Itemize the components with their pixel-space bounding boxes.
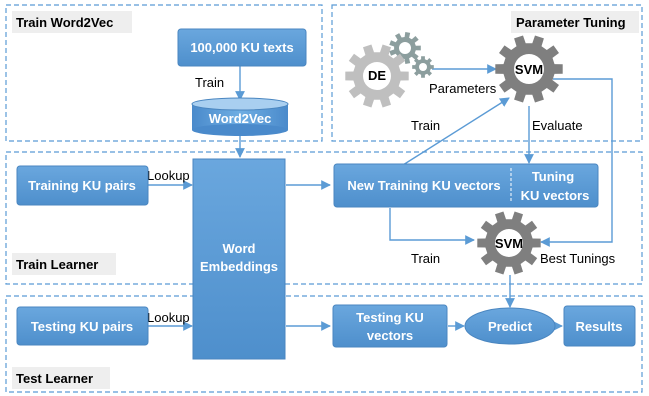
- node-word-embeddings-line1: Word: [223, 241, 256, 256]
- node-tuning-vectors-line1: Tuning: [532, 169, 574, 184]
- node-word-embeddings-line2: Embeddings: [200, 259, 278, 274]
- node-testing-vectors: [332, 304, 448, 348]
- section-title-test-learner: Test Learner: [16, 371, 93, 386]
- node-results-label: Results: [576, 319, 623, 334]
- edge-label-best-tunings: Best Tunings: [540, 251, 616, 266]
- node-ku-texts-label: 100,000 KU texts: [190, 40, 293, 55]
- node-predict: [464, 307, 556, 345]
- gear-hub: [399, 42, 411, 54]
- edge-label-train-to-svm: Train: [411, 118, 440, 133]
- node-training-pairs: [16, 165, 149, 206]
- node-new-training-vectors: [333, 163, 599, 208]
- node-testing-pairs: [16, 306, 149, 346]
- gear-hub: [495, 229, 523, 257]
- gear-hub: [514, 54, 544, 84]
- node-de-label: DE: [368, 68, 386, 83]
- section-parameter-tuning: [331, 4, 643, 142]
- node-results: [563, 305, 636, 347]
- section-title-train-learner: Train Learner: [16, 257, 98, 272]
- edge-label-lookup-testing: Lookup: [147, 310, 190, 325]
- node-word2vec-cylinder: [191, 97, 289, 136]
- edge-label-train-w2v: Train: [195, 75, 224, 90]
- edge-label-lookup-training: Lookup: [147, 168, 190, 183]
- gear-hub: [419, 63, 427, 71]
- section-test-learner: [5, 295, 643, 393]
- svm-learner-gear-icon: [477, 211, 541, 275]
- node-word2vec-label: Word2Vec: [209, 111, 272, 126]
- node-svm-tuning-label: SVM: [515, 62, 543, 77]
- node-svm-learner-label: SVM: [495, 236, 523, 251]
- edge-label-evaluate: Evaluate: [532, 118, 583, 133]
- node-testing-pairs-label: Testing KU pairs: [31, 319, 133, 334]
- node-testing-vectors-line2: vectors: [367, 328, 413, 343]
- node-predict-label: Predict: [488, 319, 533, 334]
- svm-tuning-gear-icon: [495, 35, 563, 103]
- node-tuning-vectors-line2: KU vectors: [521, 188, 590, 203]
- edge-label-parameters: Parameters: [429, 81, 497, 96]
- node-word-embeddings: [192, 158, 286, 360]
- section-title-parameter-tuning: Parameter Tuning: [516, 15, 626, 30]
- node-training-pairs-label: Training KU pairs: [28, 178, 136, 193]
- node-new-training-vectors-label: New Training KU vectors: [347, 178, 500, 193]
- section-train-word2vec: [5, 4, 323, 142]
- node-ku-texts: [177, 28, 307, 67]
- de-gear-icon: [345, 32, 434, 108]
- node-testing-vectors-line1: Testing KU: [356, 310, 424, 325]
- section-title-train-word2vec: Train Word2Vec: [16, 15, 113, 30]
- gear-hub: [363, 62, 391, 90]
- edge-label-train-learner: Train: [411, 251, 440, 266]
